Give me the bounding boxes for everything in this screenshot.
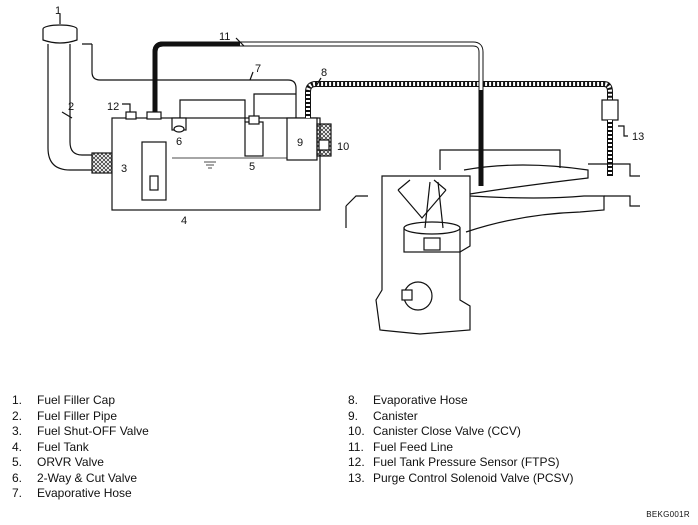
legend-item-number: 4. — [12, 439, 23, 454]
evaporative-hose-7 — [82, 43, 297, 118]
legend-item: 8. Evaporative Hose — [348, 393, 574, 409]
legend-item-label: Evaporative Hose — [373, 393, 468, 407]
legend-item: 9. Canister — [348, 409, 574, 425]
legend-item-label: ORVR Valve — [37, 455, 104, 469]
legend-item: 3. Fuel Shut-OFF Valve — [12, 424, 149, 440]
legend-item-label: Fuel Feed Line — [373, 439, 454, 454]
legend-left-column: 1. Fuel Filler Cap 2. Fuel Filler Pipe 3. F… — [12, 393, 149, 502]
callout-8: 8 — [321, 67, 327, 79]
legend-item-number: 10. — [348, 424, 365, 438]
legend-item-number: 8. — [348, 393, 359, 407]
legend-item-label: Evaporative Hose — [37, 486, 132, 500]
callout-1: 1 — [55, 5, 61, 17]
legend-item-number: 2. — [12, 408, 23, 423]
legend-item-label: Canister — [373, 408, 418, 423]
fuel-pump-module — [141, 141, 167, 201]
legend-item-label: Canister Close Valve (CCV) — [373, 424, 521, 438]
legend-item: 2. Fuel Filler Pipe — [12, 409, 149, 425]
legend-item-number: 11. — [348, 439, 364, 454]
callout-2: 2 — [68, 101, 74, 113]
legend-item: 6. 2-Way & Cut Valve — [12, 471, 149, 487]
legend-item-label: Fuel Shut-OFF Valve — [37, 424, 149, 438]
fuel-level-mark — [204, 161, 216, 169]
fuel-shutoff-valve — [91, 152, 113, 174]
legend-item: 10. Canister Close Valve (CCV) — [348, 424, 574, 440]
legend-item-number: 9. — [348, 408, 359, 423]
legend-item: 4. Fuel Tank — [12, 440, 149, 456]
legend-item-number: 3. — [12, 424, 23, 438]
fuel-filler-pipe — [47, 44, 92, 171]
legend-item-label: Fuel Tank Pressure Sensor (FTPS) — [373, 455, 560, 469]
callout-9: 9 — [297, 137, 303, 149]
callout-4: 4 — [181, 215, 187, 227]
legend-item-label: Purge Control Solenoid Valve (PCSV) — [373, 470, 574, 485]
purge-control-solenoid-valve — [601, 99, 619, 121]
canister — [286, 117, 318, 161]
legend-item-number: 5. — [12, 455, 23, 469]
leader-line-11 — [235, 37, 245, 47]
leader-line-7 — [249, 71, 254, 81]
callout-13: 13 — [632, 131, 644, 143]
evaporative-hose-8 — [305, 81, 613, 118]
legend-item: 5. ORVR Valve — [12, 455, 149, 471]
fuel-filler-cap — [42, 24, 78, 44]
callout-10: 10 — [337, 141, 349, 153]
callout-5: 5 — [249, 161, 255, 173]
legend-item-label: 2-Way & Cut Valve — [37, 470, 138, 485]
callout-labels: 1 2 3 4 5 6 7 8 9 10 11 12 13 — [55, 5, 644, 227]
legend-item: 12. Fuel Tank Pressure Sensor (FTPS) — [348, 455, 574, 471]
orvr-valve — [244, 121, 264, 157]
legend-item: 13. Purge Control Solenoid Valve (PCSV) — [348, 471, 574, 487]
legend-item: 11. Fuel Feed Line — [348, 440, 574, 456]
legend-item-label: Fuel Tank — [37, 439, 89, 454]
leader-line-8 — [315, 77, 322, 87]
legend-item: 7. Evaporative Hose — [12, 486, 149, 502]
leader-line-12 — [122, 103, 131, 112]
engine — [345, 149, 640, 335]
legend-item-number: 12. — [348, 455, 365, 469]
callout-12: 12 — [107, 101, 119, 113]
fuel-tank-pressure-sensor — [125, 111, 137, 120]
callout-11: 11 — [219, 31, 230, 43]
legend-item-label: Fuel Filler Pipe — [37, 408, 118, 423]
legend-item-number: 7. — [12, 486, 23, 500]
leader-line-2 — [61, 111, 73, 119]
legend-right-column: 8. Evaporative Hose 9. Canister 10. Caniste… — [348, 393, 574, 486]
legend-item-label: Fuel Filler Cap — [37, 393, 116, 407]
callout-3: 3 — [121, 163, 127, 175]
legend-item: 1. Fuel Filler Cap — [12, 393, 149, 409]
legend-item-number: 13. — [348, 470, 365, 485]
callout-6: 6 — [176, 136, 182, 148]
figure-code: BEKG001R — [646, 510, 690, 519]
callout-7: 7 — [255, 63, 261, 75]
evap-system-diagram: 1 2 3 4 5 6 7 8 9 10 11 12 13 — [42, 5, 644, 335]
legend-item-number: 6. — [12, 470, 23, 485]
legend-item-number: 1. — [12, 393, 23, 407]
leader-line-13 — [618, 125, 628, 137]
